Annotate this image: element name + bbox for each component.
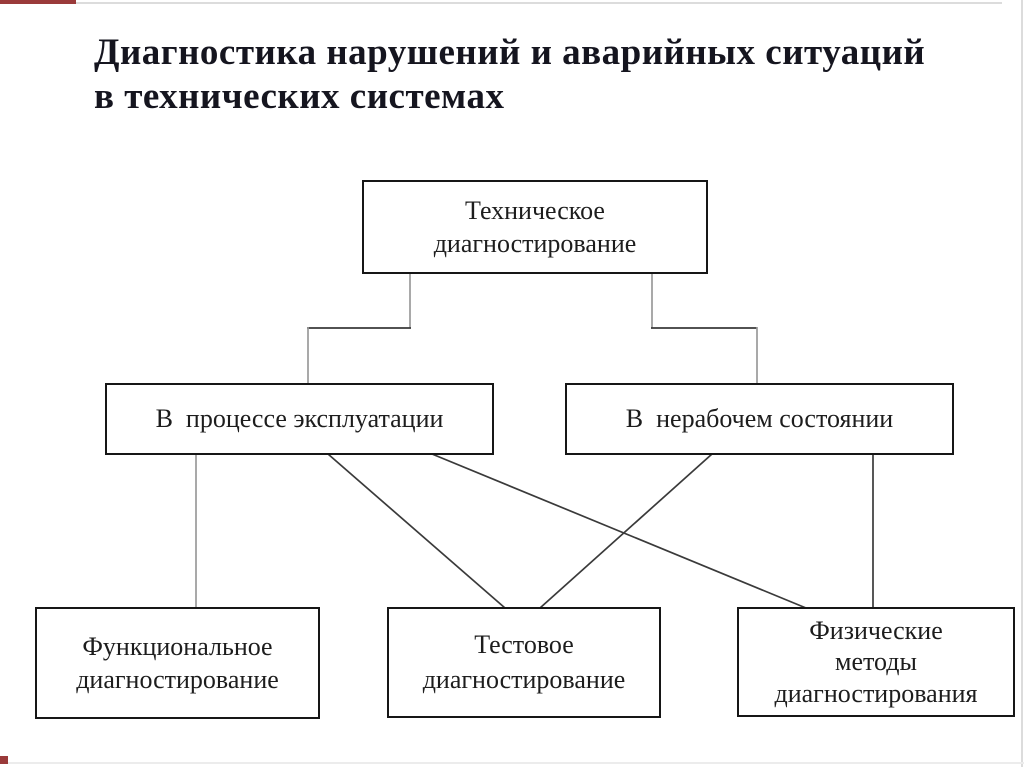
edge-operation-to-physical [431, 453, 807, 609]
edge-root-to-operation [307, 274, 411, 384]
node-physical-methods: Физические методы диагностирования [737, 607, 1015, 717]
slide-title: Диагностика нарушений и аварийных ситуац… [94, 32, 926, 117]
frame-bottom-line [0, 762, 1024, 764]
node-test-diagnostics: Тестовое диагностирование [387, 607, 661, 718]
frame-right-line [1021, 0, 1023, 767]
node-non-working-state: В нерабочем состоянии [565, 383, 954, 455]
node-functional-diagnostics: Функциональное диагностирование [35, 607, 320, 719]
red-accent-top-left [0, 0, 76, 4]
edge-nonworking-to-test [539, 453, 713, 609]
frame-top-line [0, 2, 1002, 4]
node-technical-diagnostics: Техническое диагностирование [362, 180, 708, 274]
node-in-operation: В процессе эксплуатации [105, 383, 494, 455]
edge-operation-to-test [327, 453, 506, 609]
red-accent-bottom-left [0, 756, 8, 764]
edge-root-to-nonworking [651, 274, 758, 384]
